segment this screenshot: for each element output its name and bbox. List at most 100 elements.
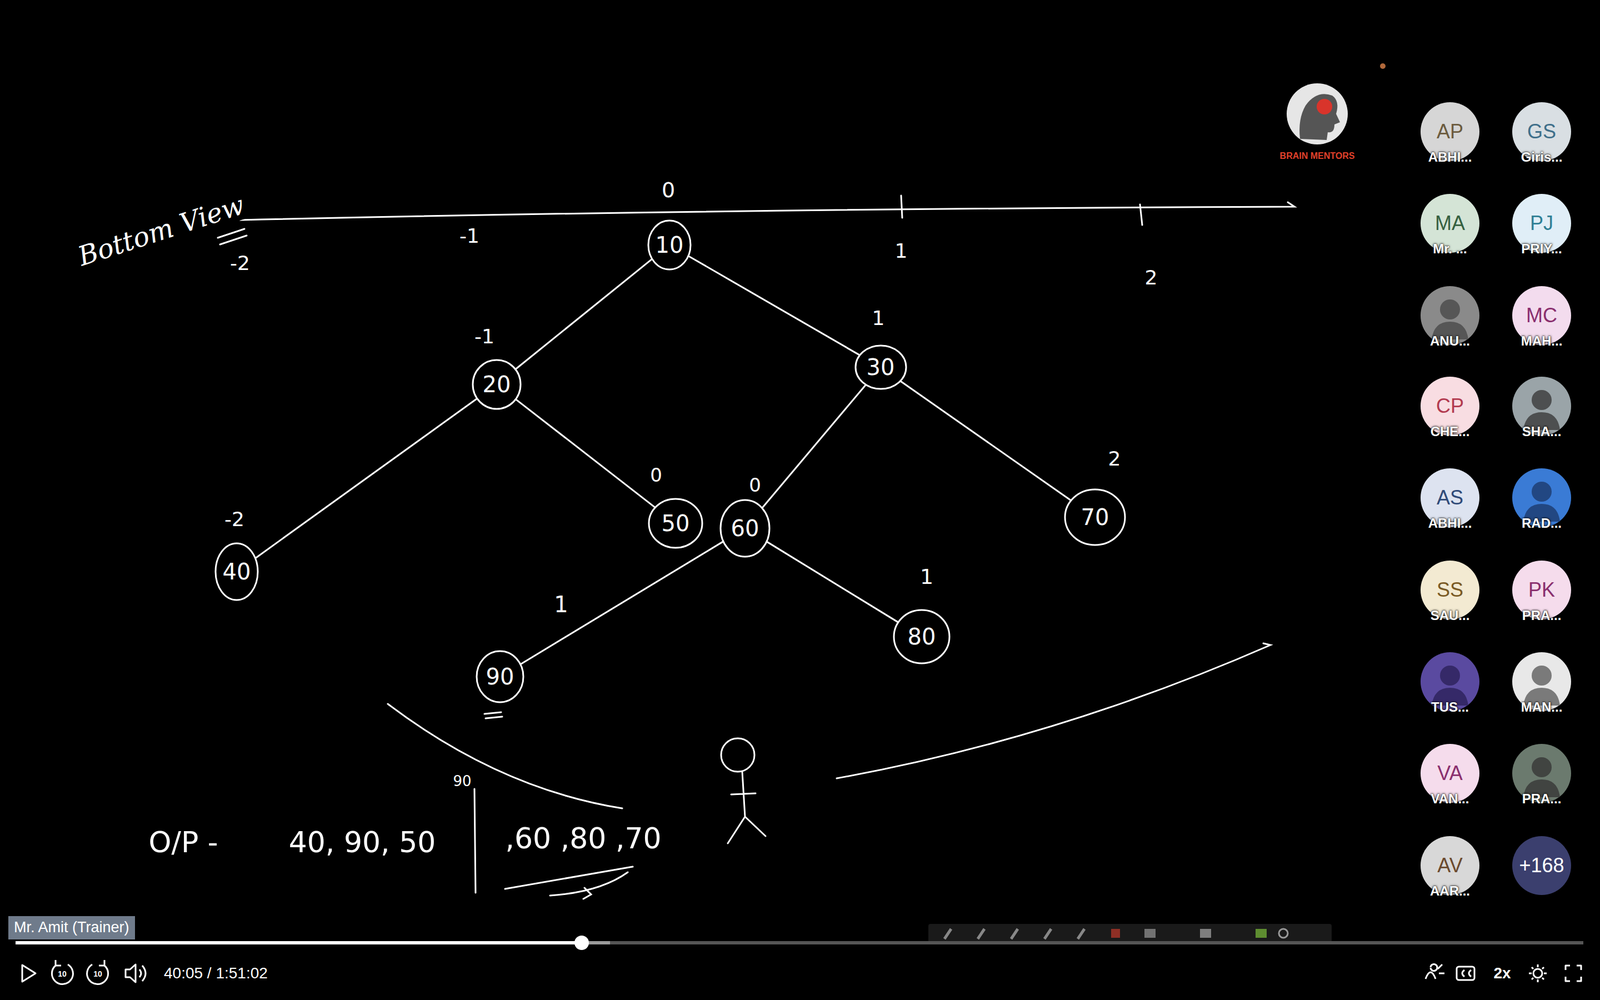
distance-number: 0 <box>747 475 763 496</box>
participant-avatar: PRA... <box>1494 743 1589 811</box>
participant-avatar: SS SAU... <box>1402 560 1498 628</box>
photo-head <box>1531 757 1552 778</box>
distance-number: 0 <box>648 465 664 486</box>
node-outline <box>476 651 524 703</box>
dot <box>1380 63 1386 69</box>
avatar-initials: AP <box>1402 120 1498 143</box>
progress-knob <box>574 935 589 950</box>
settings-icon <box>1533 968 1543 978</box>
avatar-initials: GS <box>1494 120 1589 143</box>
avatar-initials: VA <box>1402 762 1498 785</box>
captions-icon <box>1456 966 1475 980</box>
speaker-tag: Mr. Amit (Trainer) <box>8 916 135 940</box>
node-value: 30 <box>866 355 895 380</box>
play-icon <box>22 965 36 982</box>
progress-track <box>15 941 1584 945</box>
node-outline <box>893 610 950 664</box>
avatar-initials: +168 <box>1494 854 1589 877</box>
participant-avatar: GS Giris... <box>1494 102 1589 169</box>
node-outline <box>1065 489 1125 545</box>
participant-avatar: MAN... <box>1494 652 1589 719</box>
avatar-initials: AV <box>1402 854 1498 877</box>
node-outline <box>648 220 691 270</box>
tree-edge <box>689 256 859 355</box>
scribble-stroke <box>505 866 633 889</box>
toolbar-icon <box>1255 928 1267 938</box>
speaker-name: Mr. Amit (Trainer) <box>13 918 130 936</box>
node-outline <box>472 360 521 409</box>
captions-icon <box>1462 970 1472 977</box>
distance-number: -2 <box>228 252 252 275</box>
node-outline <box>855 345 907 389</box>
scribble-number: 90 <box>451 773 473 790</box>
node-value: 90 <box>486 664 515 689</box>
participant-name: Giris... <box>1494 150 1589 165</box>
photo-head <box>1531 481 1552 502</box>
settings-icon <box>1528 964 1547 983</box>
skip-seconds: 10 <box>56 970 69 979</box>
forward-icon <box>87 960 109 984</box>
avatar-initials: AS <box>1402 486 1498 509</box>
participant-name: AAR... <box>1402 883 1498 899</box>
participant-name: Mr. ... <box>1402 241 1498 257</box>
tree-edge <box>762 385 865 508</box>
node-value: 50 <box>661 511 690 536</box>
participant-avatar: PKPRA... <box>1494 560 1589 628</box>
logo-disc <box>1286 83 1348 145</box>
avatar-initials: PJ <box>1494 212 1589 235</box>
participant-name: CHE... <box>1402 424 1498 439</box>
distance-number: 1 <box>552 592 570 617</box>
progress-bar <box>15 935 1584 950</box>
photo-head <box>1531 390 1552 410</box>
output-values: ,60 ,80 ,70 <box>503 822 663 855</box>
toolbar-icon <box>1278 928 1288 938</box>
node-value: 40 <box>222 559 252 584</box>
toolbar-icon <box>1111 928 1120 938</box>
tree-edge <box>901 381 1070 500</box>
time-display: 40:05 / 1:51:02 <box>162 965 270 983</box>
participant-name: TUS... <box>1402 700 1498 715</box>
participant-name: ABHI... <box>1402 150 1498 165</box>
distance-number: 1 <box>893 240 910 263</box>
brand-logo <box>1286 83 1348 145</box>
logo-mark <box>1316 98 1333 115</box>
photo-head <box>1440 665 1460 686</box>
participant-name: ABHI... <box>1402 516 1498 531</box>
participant-name: SHA... <box>1494 424 1589 439</box>
participant-name: SAU... <box>1402 608 1498 623</box>
player-controls <box>22 960 1582 984</box>
distance-number: 1 <box>918 565 935 589</box>
distance-number: -1 <box>472 325 497 348</box>
title-underline <box>217 228 245 238</box>
tree-node: 30 <box>854 344 908 390</box>
toolbar-bg <box>928 923 1332 944</box>
progress-played <box>15 941 582 945</box>
distance-number: -1 <box>457 225 482 248</box>
tree-node: 70 <box>1063 488 1127 547</box>
participant-avatar: RAD... <box>1494 468 1589 535</box>
participant-avatar: +168 <box>1494 836 1589 903</box>
participant-avatar: VAVAN... <box>1402 743 1498 811</box>
progress-buffer <box>15 941 610 945</box>
node-value: 80 <box>907 624 937 649</box>
avatar-initials: SS <box>1402 578 1498 602</box>
participant-avatar: CP CHE... <box>1402 376 1498 444</box>
tree-node: 80 <box>892 608 951 665</box>
tree-edge <box>767 542 898 622</box>
participant-avatar: MCMAH... <box>1494 286 1589 353</box>
tree-node: 90 <box>475 650 525 704</box>
avatar-initials: CP <box>1402 395 1498 418</box>
tree-node: 20 <box>471 358 522 410</box>
node-value: 10 <box>655 232 684 258</box>
participant-name: MAN... <box>1494 700 1589 715</box>
fullscreen-icon <box>1565 965 1582 982</box>
photo-head <box>1531 665 1552 686</box>
node-outline <box>215 543 258 600</box>
participant-avatar: TUS... <box>1402 652 1498 719</box>
participant-avatar: ANU... <box>1402 286 1498 353</box>
node-value: 60 <box>731 516 760 541</box>
logo-head <box>1299 93 1340 140</box>
brand-name: BRAIN MENTORS <box>1278 151 1357 162</box>
